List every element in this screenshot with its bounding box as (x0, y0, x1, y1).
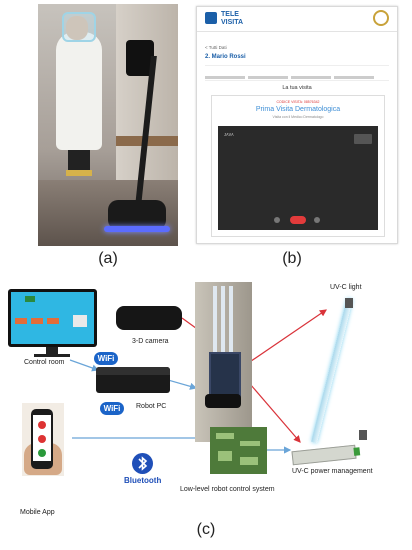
seal-icon (373, 10, 389, 26)
mic-icon[interactable] (274, 217, 280, 223)
caption-a: (a) (98, 250, 118, 267)
visit-code: CODICE VISITA: 08576342 (276, 100, 320, 104)
control-room-monitor (8, 289, 97, 347)
label-3d-camera: 3-D camera (132, 338, 169, 345)
end-call-button[interactable] (290, 216, 306, 224)
label-uvc-light: UV-C light (330, 284, 362, 291)
arrow-control-to-pc (69, 359, 100, 372)
video-call-area: ᴊᴀᴠᴀ (218, 126, 378, 230)
mobile-app-phone (22, 403, 64, 476)
label-low-level-control: Low-level robot control system (180, 486, 275, 493)
control-board (210, 427, 267, 474)
visit-card: CODICE VISITA: 08576342 Prima Visita Der… (211, 95, 385, 237)
face-shield (62, 12, 96, 42)
patient-info-row (205, 65, 389, 81)
photo-telepresence-robot (38, 4, 178, 246)
label-robot-pc: Robot PC (136, 403, 167, 410)
robot-pc (96, 367, 170, 393)
wifi-icon: WiFi (100, 402, 124, 415)
label-mobile-app: Mobile App (20, 509, 55, 516)
label-uvc-power: UV-C power management (292, 468, 373, 475)
label-control-room: Control room (24, 359, 65, 366)
bluetooth-icon (132, 453, 153, 474)
arrow-pc-to-robot (167, 379, 198, 390)
robot-base (108, 200, 166, 230)
self-view-thumbnail (354, 134, 372, 144)
uv-robot-photo (195, 282, 252, 442)
video-brand: ᴊᴀᴠᴀ (224, 132, 234, 138)
wifi-icon: WiFi (94, 352, 118, 365)
visit-subtitle: Visita con il Medico Dermatologo (272, 115, 324, 119)
camera-toggle-icon[interactable] (314, 217, 320, 223)
bluetooth-badge: Bluetooth (124, 453, 161, 491)
visit-title: Prima Visita Dermatologica (255, 106, 341, 113)
caption-b: (b) (282, 250, 302, 267)
back-link[interactable]: < Tutti Dati (205, 45, 227, 50)
arrow-robot-to-light (237, 309, 327, 371)
televisita-logo-icon (205, 12, 217, 24)
patient-name: 2. Mario Rossi (205, 54, 246, 60)
section-title: La tua visita (282, 85, 312, 91)
uvc-lamp (311, 298, 367, 444)
caption-c: (c) (196, 521, 216, 538)
3d-camera (116, 306, 182, 330)
